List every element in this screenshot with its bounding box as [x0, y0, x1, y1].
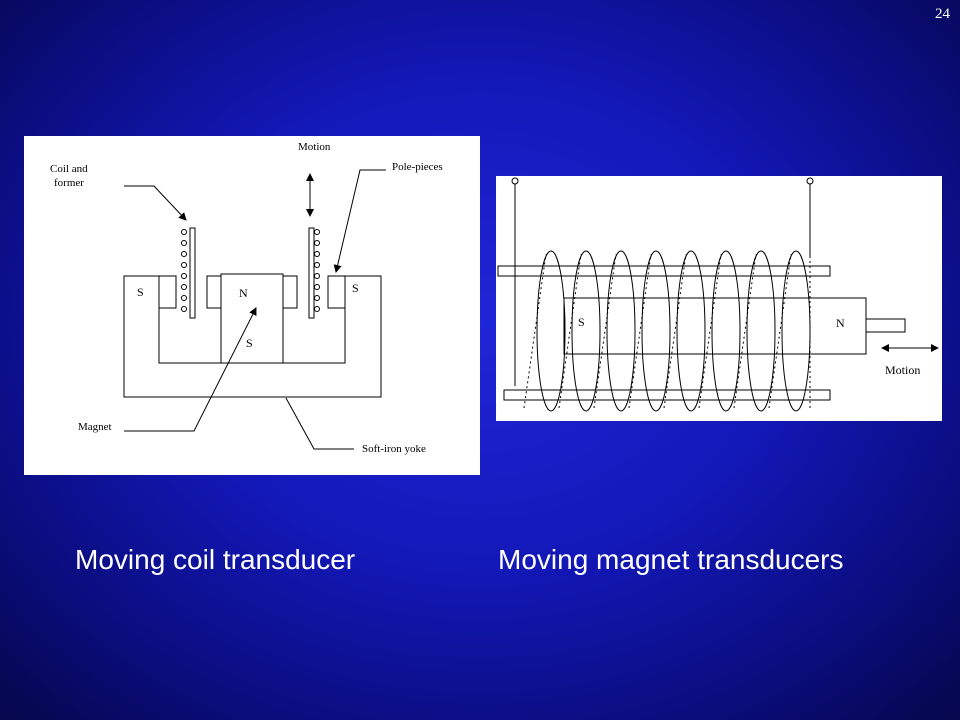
coil-turns-right	[314, 229, 320, 312]
magnet-leader	[124, 307, 257, 432]
moving-magnet-diagram: S N Motion	[496, 176, 942, 421]
caption-moving-coil: Moving coil transducer	[75, 544, 356, 575]
label-n: N	[836, 316, 845, 330]
coil-turns	[536, 250, 811, 412]
pole-piece-right-inner	[282, 275, 298, 309]
label-soft-iron-yoke: Soft-iron yoke	[362, 443, 426, 455]
label-former: former	[54, 177, 84, 189]
moving-coil-diagram: Coil and former Motion Pole-pieces S N S…	[24, 136, 480, 475]
label-s: S	[578, 315, 585, 329]
label-s-center: S	[246, 336, 253, 350]
rail-bottom	[503, 389, 831, 401]
moving-coil-svg: Coil and former Motion Pole-pieces S N S…	[50, 141, 443, 455]
label-n-center: N	[239, 286, 248, 300]
label-motion: Motion	[298, 141, 331, 153]
slide-number: 24	[935, 6, 950, 22]
magnet-body	[563, 297, 867, 355]
coil-former-left	[189, 227, 196, 319]
yoke-leader	[285, 397, 354, 450]
coil-former-right	[308, 227, 315, 319]
label-s-right: S	[352, 281, 359, 295]
label-coil-and: Coil and	[50, 163, 88, 175]
pole-pieces-leader	[333, 169, 386, 273]
center-magnet	[220, 273, 284, 364]
coil-leader	[124, 185, 187, 221]
pole-piece-left-outer	[158, 275, 177, 309]
pole-piece-left-inner	[206, 275, 222, 309]
magnet-rod	[865, 318, 906, 333]
coil-back-windings	[523, 253, 811, 411]
label-motion: Motion	[885, 363, 920, 377]
terminal-left	[511, 177, 519, 185]
label-pole-pieces: Pole-pieces	[392, 161, 443, 173]
caption-moving-magnet: Moving magnet transducers	[498, 544, 844, 575]
pole-piece-right-outer	[327, 275, 346, 309]
label-s-left: S	[137, 285, 144, 299]
coil-turns-left	[181, 229, 187, 312]
moving-magnet-svg: S N Motion	[497, 177, 939, 412]
terminal-right	[806, 177, 814, 185]
rail-top	[497, 265, 831, 277]
label-magnet: Magnet	[78, 421, 112, 433]
